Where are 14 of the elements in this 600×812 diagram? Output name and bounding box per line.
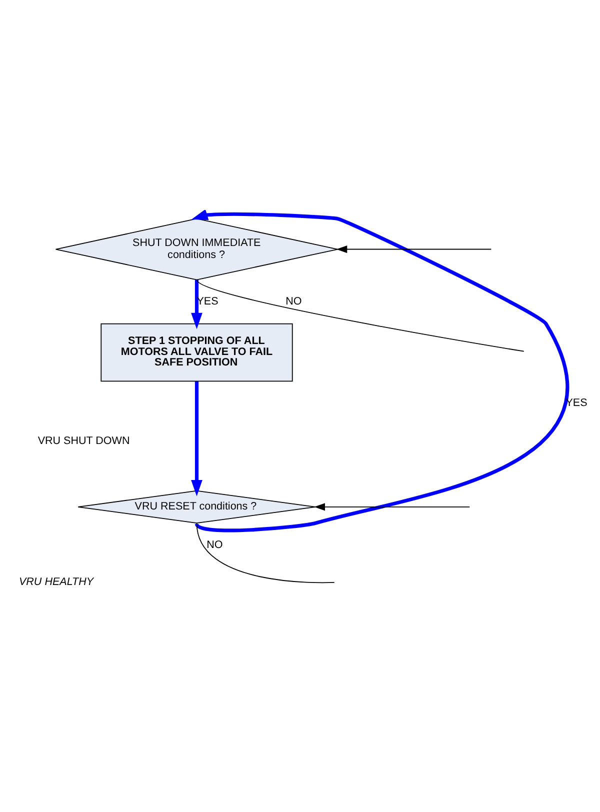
label: VRU SHUT DOWN xyxy=(38,434,130,447)
connector xyxy=(196,278,524,352)
edge-label: NO xyxy=(206,538,223,550)
arrow xyxy=(191,380,202,496)
arrow xyxy=(314,502,470,510)
connector xyxy=(196,522,335,583)
node-diamond: VRU RESET conditions ? xyxy=(78,490,316,524)
arrow xyxy=(336,244,492,253)
node-box: STEP 1 STOPPING OF ALL MOTORS ALL VALVE TO FAIL SAFE POSITION xyxy=(100,322,293,382)
edge-label: NO xyxy=(286,295,302,308)
arrow xyxy=(192,210,570,532)
node-diamond: SHUT DOWN IMMEDIATE conditions ? xyxy=(55,218,338,280)
arrow xyxy=(191,280,202,329)
label: VRU HEALTHY xyxy=(18,576,94,588)
